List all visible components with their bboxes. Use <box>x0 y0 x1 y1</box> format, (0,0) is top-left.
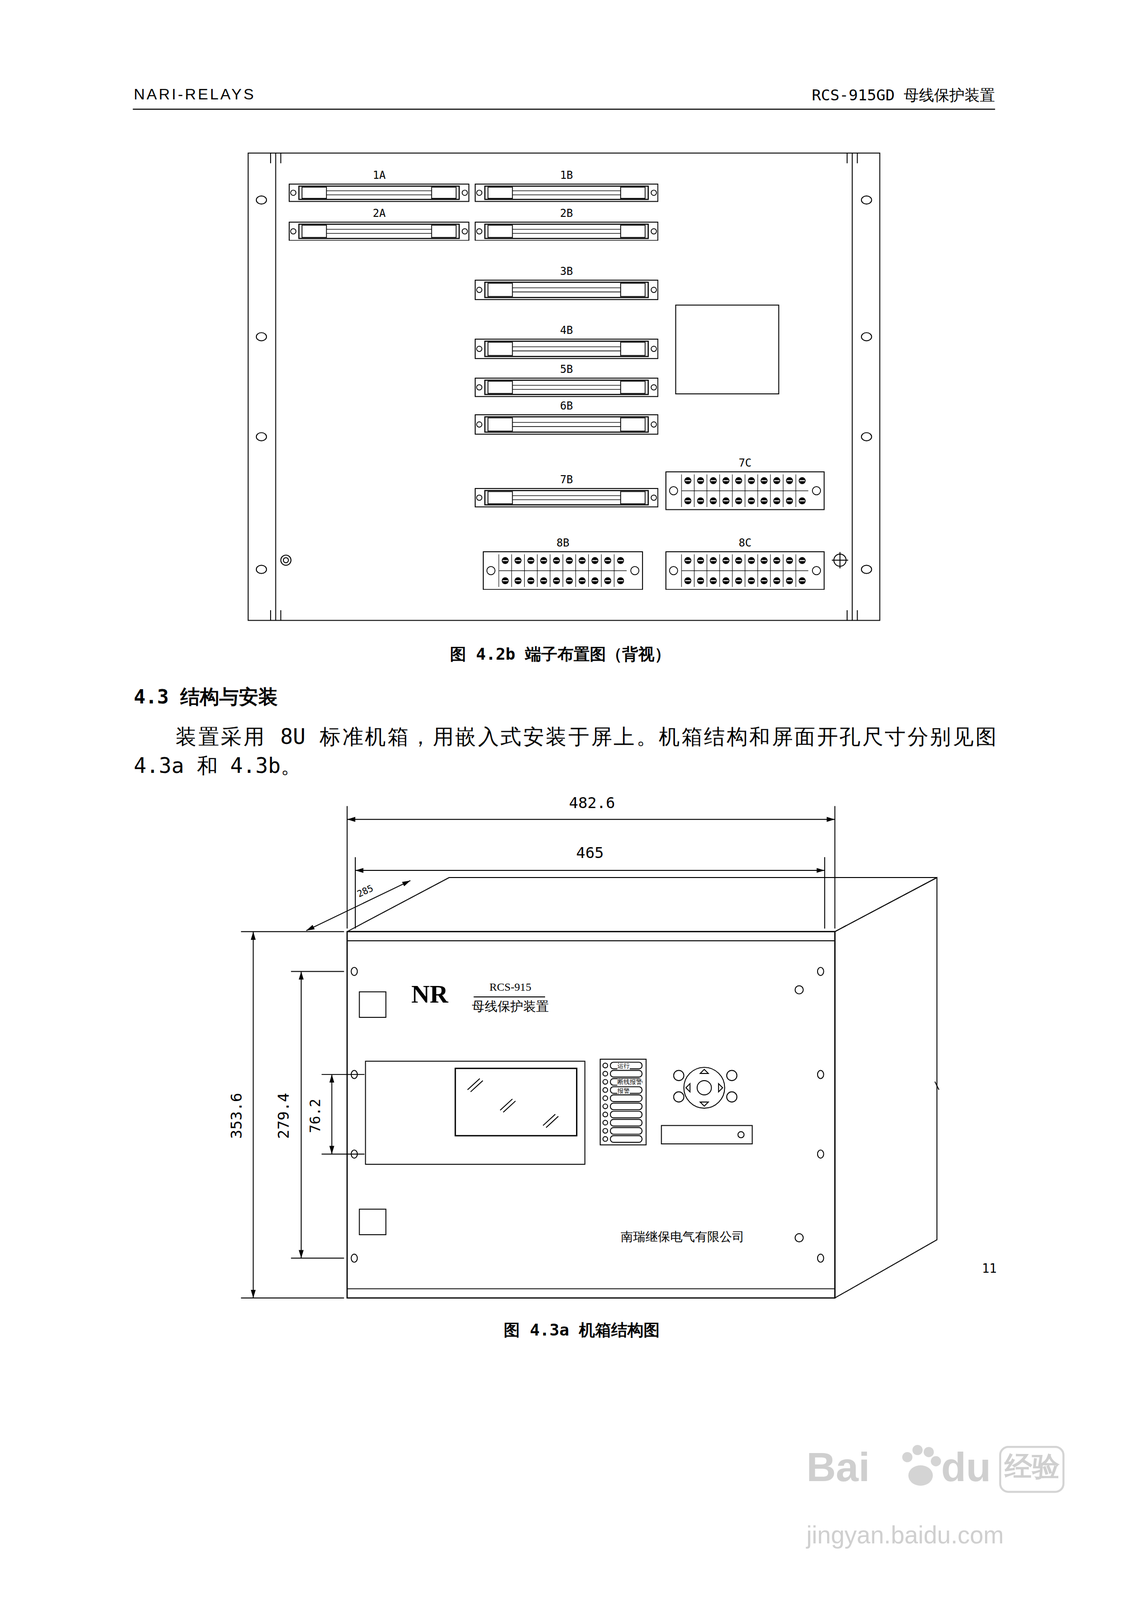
connector-label: 7B <box>560 473 574 487</box>
connector-label: 2A <box>372 207 386 220</box>
page-number: 11 <box>982 1261 997 1277</box>
led-label: 运行 <box>617 1062 630 1070</box>
dimension: 285 <box>355 882 376 900</box>
connector-outline <box>474 221 659 242</box>
led-label: 断线报警 <box>617 1078 643 1086</box>
terminal-block: 7C <box>665 471 825 511</box>
front-panel: NR RCS-915 母线保护装置运行断线报警报警南瑞继保电气有限公司 <box>347 931 836 1298</box>
connector: 2B <box>474 221 659 242</box>
terminal-outline <box>665 471 825 511</box>
figure-caption: 图 4.2b 端子布置图（背视） <box>449 644 671 664</box>
connector-outline <box>474 183 659 203</box>
connector-outline <box>474 377 659 398</box>
connector: 7B <box>474 487 659 508</box>
watermark: jingyan.baidu.com <box>806 1521 1004 1550</box>
dimension: 279.4 <box>274 1092 293 1139</box>
dimension: 482.6 <box>568 794 615 812</box>
connector: 6B <box>474 414 659 435</box>
connector-outline <box>474 487 659 508</box>
body-paragraph: 装置采用 8U 标准机箱，用嵌入式安装于屏上。机箱结构和屏面开孔尺寸分别见图 4… <box>133 722 996 780</box>
terminal-block: 8C <box>665 551 825 591</box>
connector: 4B <box>474 338 659 360</box>
model-name: RCS-915 <box>489 980 532 994</box>
section-heading: 4.3 结构与安装 <box>133 685 278 709</box>
connector: 5B <box>474 377 659 398</box>
connector-outline <box>288 183 470 203</box>
connector-label: 8B <box>556 536 570 550</box>
watermark: Bai <box>806 1443 870 1491</box>
connector: 3B <box>474 279 659 301</box>
connector-outline <box>288 221 470 242</box>
figure-caption: 图 4.3a 机箱结构图 <box>503 1320 660 1340</box>
connector: 1B <box>474 183 659 203</box>
terminal-block: 8B <box>482 551 644 591</box>
watermark: du <box>941 1443 992 1491</box>
company-name: 南瑞继保电气有限公司 <box>620 1229 745 1245</box>
connector-outline <box>474 279 659 301</box>
terminal-outline <box>665 551 825 591</box>
dimension: 76.2 <box>307 1098 324 1133</box>
header-right: RCS-915GD 母线保护装置 <box>811 86 996 105</box>
led-label: 报警 <box>617 1087 630 1095</box>
connector: 2A <box>288 221 470 242</box>
connector: 1A <box>288 183 470 203</box>
dimension: 353.6 <box>227 1092 246 1139</box>
connector-outline <box>474 338 659 360</box>
connector-outline <box>474 414 659 435</box>
dimension: 465 <box>575 844 604 862</box>
watermark: 经验 <box>1004 1450 1060 1483</box>
connector-label: 4B <box>560 324 574 337</box>
header-left: NARI-RELAYS <box>133 85 256 104</box>
connector-label: 5B <box>560 363 574 376</box>
connector-label: 3B <box>560 265 574 278</box>
connector-label: 8C <box>738 536 752 550</box>
connector-label: 2B <box>560 207 574 220</box>
connector-label: 7C <box>738 457 752 470</box>
terminal-outline <box>482 551 644 591</box>
device-name: 母线保护装置 <box>471 999 549 1015</box>
connector-label: 1A <box>372 169 386 182</box>
logo: NR <box>411 979 449 1010</box>
connector-label: 1B <box>560 169 574 182</box>
connector-label: 6B <box>560 400 574 413</box>
